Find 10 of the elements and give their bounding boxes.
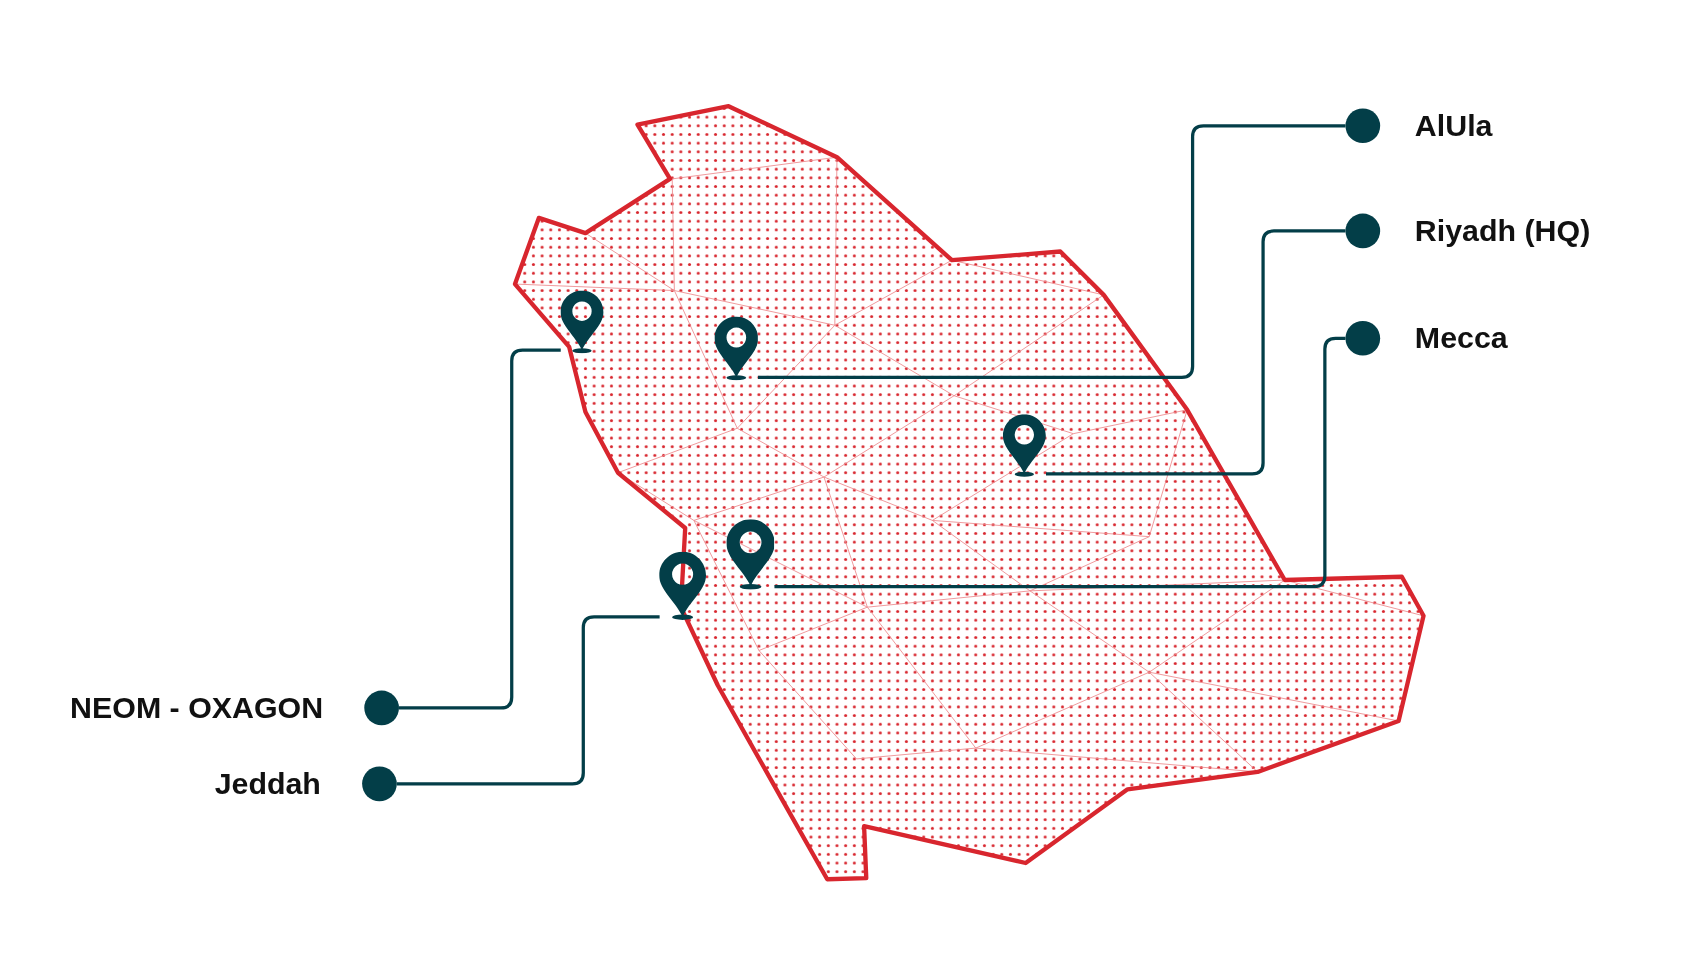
leader-line bbox=[396, 615, 660, 786]
place-label: Mecca bbox=[1414, 320, 1508, 356]
place-label: Jeddah bbox=[214, 766, 321, 802]
leader-line bbox=[1046, 229, 1346, 476]
place-label: Riyadh (HQ) bbox=[1414, 213, 1591, 249]
place-label: AlUla bbox=[1414, 108, 1493, 144]
leader-line bbox=[399, 348, 561, 710]
leader-line bbox=[774, 336, 1346, 589]
place-label: NEOM - OXAGON bbox=[70, 690, 324, 726]
leader-line bbox=[758, 124, 1346, 379]
